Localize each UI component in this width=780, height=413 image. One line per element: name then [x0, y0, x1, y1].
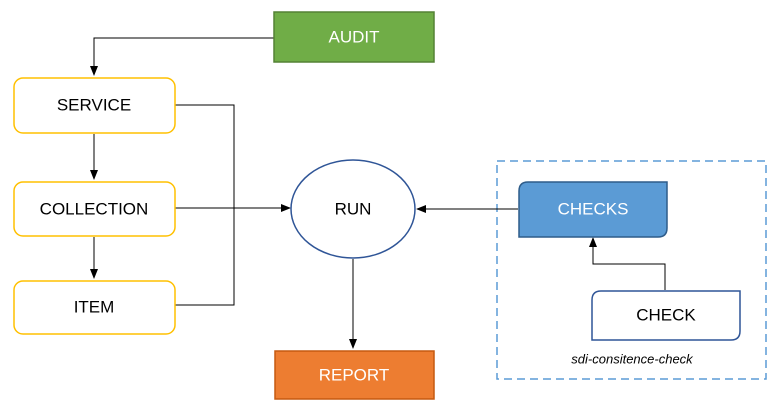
node-audit-label: AUDIT	[329, 28, 380, 47]
node-service-box	[13, 77, 176, 134]
node-collection[interactable]: COLLECTION	[13, 181, 176, 237]
edge-audit-to-service	[90, 37, 274, 76]
node-check-box	[591, 290, 741, 341]
edge-item-to-run	[175, 208, 235, 306]
node-service[interactable]: SERVICE	[13, 77, 176, 134]
edge-check-to-checks	[589, 237, 666, 290]
node-audit[interactable]: AUDIT	[273, 11, 435, 63]
node-checks-label: CHECKS	[558, 200, 629, 219]
node-report[interactable]: REPORT	[274, 350, 435, 400]
node-service-label: SERVICE	[57, 96, 131, 115]
group-container	[496, 160, 767, 380]
node-item-label: ITEM	[74, 298, 115, 317]
node-collection-box	[13, 181, 176, 237]
node-report-box	[274, 350, 435, 400]
node-checks[interactable]: CHECKS	[518, 181, 668, 238]
edge-service-to-run	[175, 104, 235, 208]
node-collection-label: COLLECTION	[40, 200, 149, 219]
group-label: sdi-consitence-check	[571, 352, 694, 367]
node-check[interactable]: CHECK	[591, 290, 741, 341]
node-audit-box	[273, 11, 435, 63]
node-run-ellipse	[290, 159, 416, 259]
node-run[interactable]: RUN	[290, 159, 416, 259]
node-item-box	[13, 280, 176, 335]
node-check-label: CHECK	[636, 306, 696, 325]
node-item[interactable]: ITEM	[13, 280, 176, 335]
node-run-label: RUN	[335, 200, 372, 219]
node-report-label: REPORT	[319, 366, 390, 385]
node-checks-box	[518, 181, 668, 238]
